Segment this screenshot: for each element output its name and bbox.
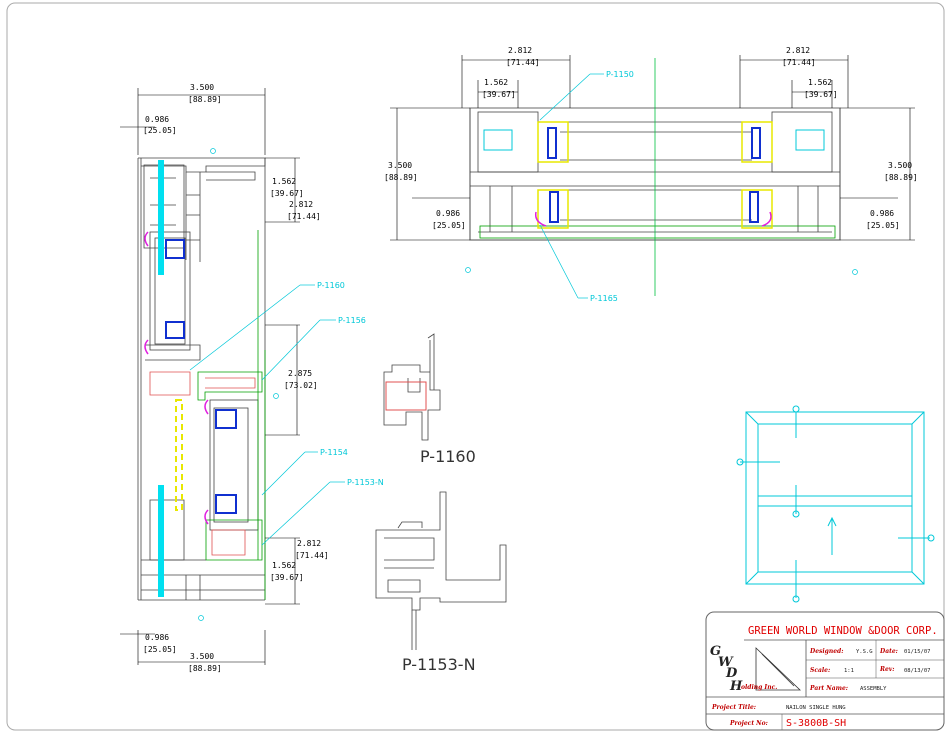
dim-3500-top-mm: [88.89] [188,95,222,104]
rev-label: Rev: [879,666,895,673]
title-block [705,611,945,731]
date-label: Date: [879,648,898,655]
dim-1562-left: 1.562 [484,78,508,87]
profile-p1153n [375,491,507,650]
company-name: GREEN WORLD WINDOW &DOOR CORP. [748,625,938,637]
part-name-value: ASSEMBLY [860,686,887,692]
dim-2812-head: 2.812 [289,200,313,209]
callout-p1154: P-1154 [320,448,348,457]
callout-p1150: P-1150 [606,70,634,79]
dim-0986-bottom: 0.986 [145,633,169,642]
dim-2812-right-mm: [71.44] [782,58,816,67]
dim-1562-sill-mm: [39.67] [270,573,304,582]
sheet-border [6,2,945,731]
callout-p1156: P-1156 [338,316,366,325]
callout-p1160: P-1160 [317,281,345,290]
dim-3500-bottom-mm: [88.89] [188,664,222,673]
dim-0986-left: 0.986 [436,209,460,218]
window-elevation [736,405,935,603]
scale-label: Scale: [810,667,830,674]
dim-1562-right-mm: [39.67] [804,90,838,99]
date-value: 01/15/07 [904,649,931,655]
scale-value: 1:1 [844,668,854,674]
dim-2812-right: 2.812 [786,46,810,55]
dim-3500-right-mm: [88.89] [884,173,918,182]
dim-0986-bottom-mm: [25.05] [143,645,177,654]
profile-p1160 [383,333,441,441]
logo-letter-g: G [710,644,721,659]
dim-1562-left-mm: [39.67] [482,90,516,99]
dim-2812-sill: 2.812 [297,539,321,548]
dim-2812-left: 2.812 [508,46,532,55]
dim-0986-top-mm: [25.05] [143,126,177,135]
part-name-label: Part Name: [809,685,848,692]
dim-1562-right: 1.562 [808,78,832,87]
profile-label-p1153n: P-1153-N [402,655,476,674]
project-title-value: NAILON SINGLE HUNG [786,705,846,711]
dim-0986-top: 0.986 [145,115,169,124]
designed-value: Y.S.G [856,649,873,655]
callout-p1153n: P-1153-N [347,478,384,487]
dim-3500-bottom: 3.500 [190,652,214,661]
dim-1562-head: 1.562 [272,177,296,186]
vertical-section [137,157,266,601]
dim-3500-left-mm: [88.89] [384,173,418,182]
dim-2812-sill-mm: [71.44] [295,551,329,560]
dim-0986-left-mm: [25.05] [432,221,466,230]
logo-letter-w: W [718,655,734,670]
dim-3500-left: 3.500 [388,161,412,170]
logo-letter-h: H [729,679,743,694]
logo-letter-d: D [725,666,738,681]
dim-1562-head-mm: [39.67] [270,189,304,198]
dim-2875: 2.875 [288,369,312,378]
profile-label-p1160: P-1160 [420,447,476,466]
dim-2812-left-mm: [71.44] [506,58,540,67]
rev-value: 08/13/07 [904,668,931,674]
dim-0986-right: 0.986 [870,209,894,218]
dim-3500-top: 3.500 [190,83,214,92]
project-title-label: Project Title: [711,704,756,711]
logo-subtitle: olding Inc. [741,684,777,691]
project-no-label: Project No: [729,720,768,727]
dim-3500-right: 3.500 [888,161,912,170]
project-no-value: S-3800B-SH [786,718,846,729]
dim-2875-mm: [73.02] [284,381,318,390]
dim-2812-head-mm: [71.44] [287,212,321,221]
designed-label: Designed: [809,648,843,655]
dim-0986-right-mm: [25.05] [866,221,900,230]
callout-p1165: P-1165 [590,294,618,303]
dim-1562-sill: 1.562 [272,561,296,570]
